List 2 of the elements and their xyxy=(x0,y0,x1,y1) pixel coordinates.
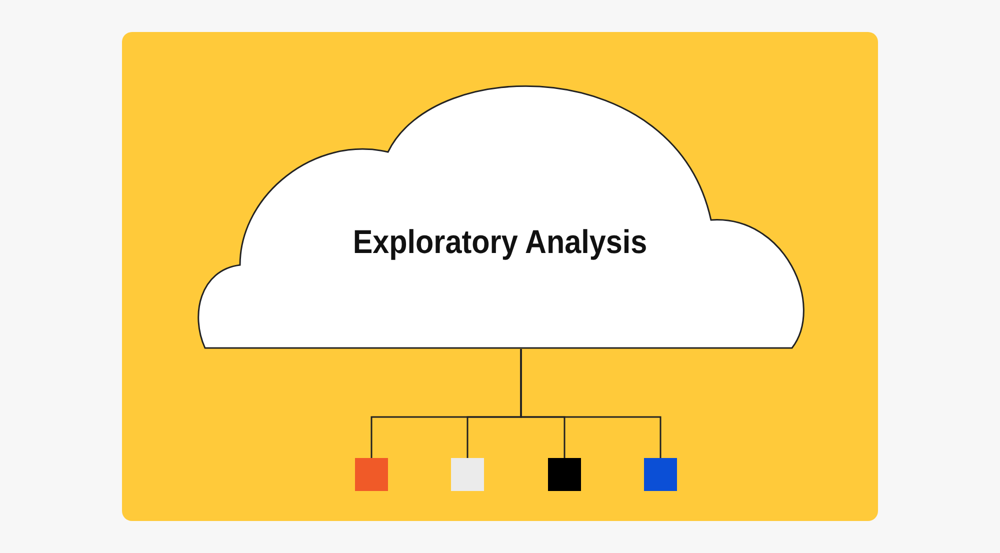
connector-line xyxy=(520,349,662,458)
cloud-title: Exploratory Analysis xyxy=(352,223,648,261)
